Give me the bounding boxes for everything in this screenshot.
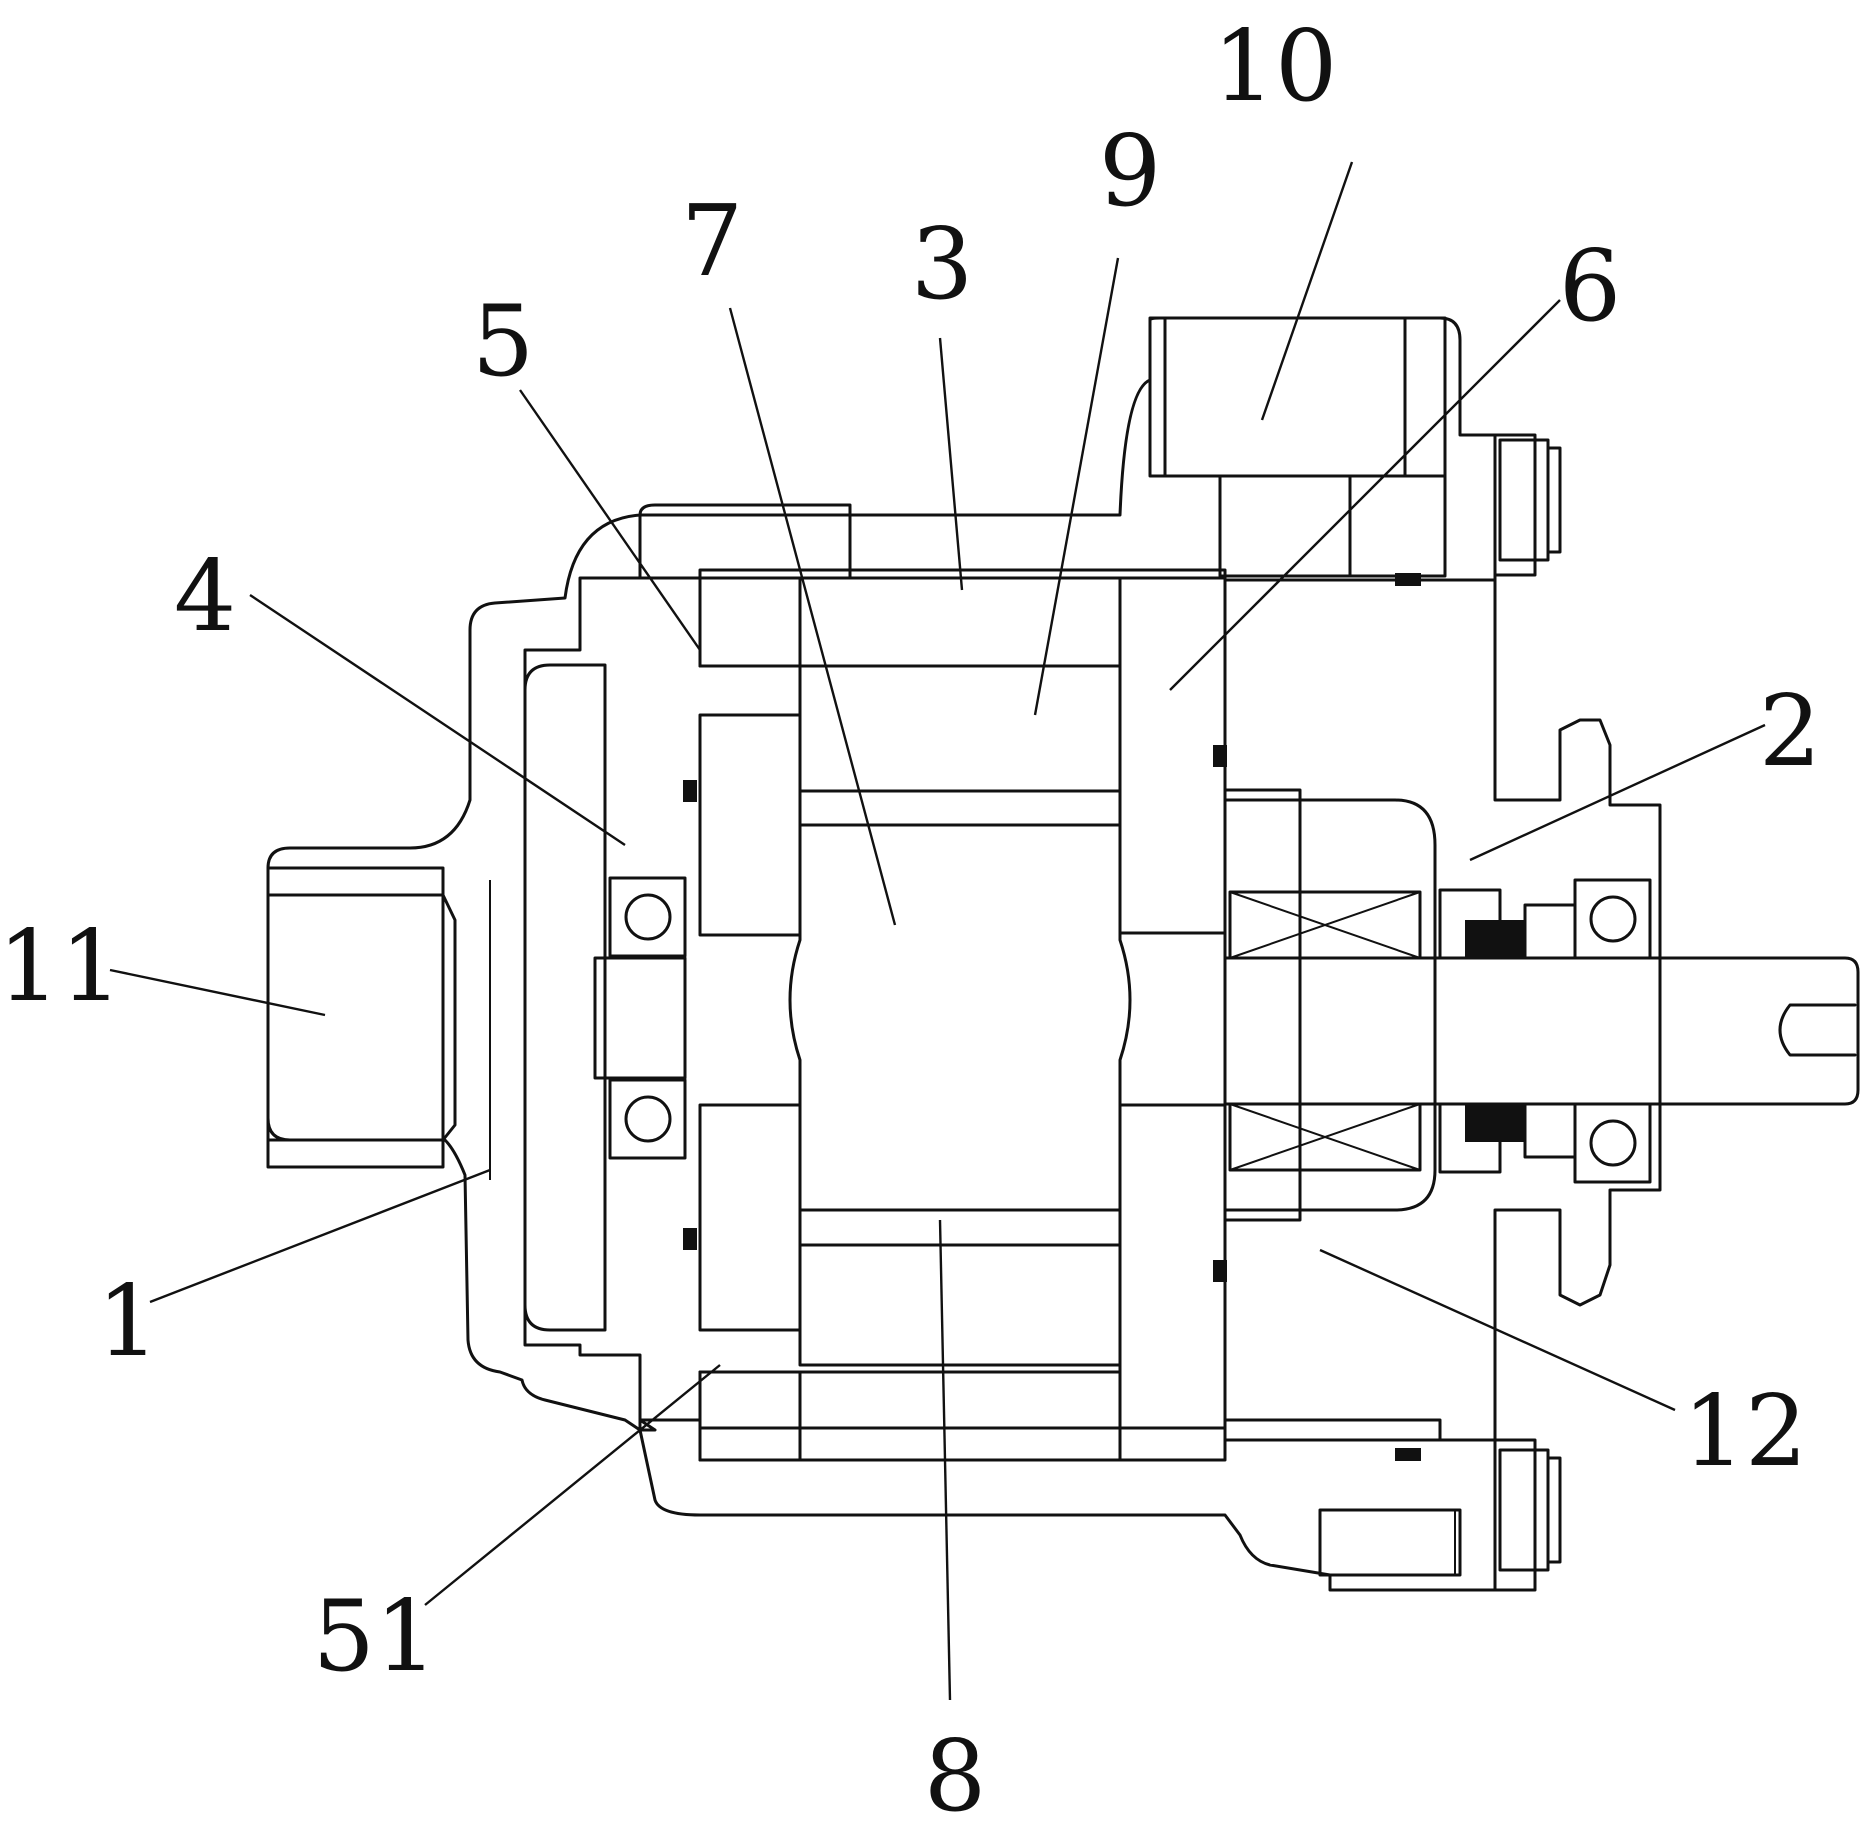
callout-3: 3 [911, 208, 973, 322]
rotor-shaft-body [788, 789, 1132, 1247]
callout-2: 2 [1759, 675, 1821, 789]
callout-1: 1 [97, 1265, 159, 1379]
callout-6: 6 [1559, 230, 1621, 344]
side-plates [698, 576, 1227, 1462]
callout-9: 9 [1099, 115, 1161, 229]
callouts: 10 9 7 3 6 5 4 2 11 1 12 51 8 [0, 10, 1821, 1825]
callout-8: 8 [924, 1720, 986, 1825]
needle-bearings [1228, 890, 1422, 1172]
callout-51: 51 [313, 1580, 438, 1694]
callout-7: 7 [681, 185, 743, 299]
stator-housing [638, 316, 1497, 1592]
callout-4: 4 [174, 540, 236, 654]
callout-12: 12 [1683, 1375, 1808, 1489]
leader-lines [109, 161, 1766, 1701]
callout-11: 11 [0, 910, 122, 1024]
rear-cover [1223, 433, 1662, 1592]
stator-ring [698, 576, 1122, 1462]
front-cover [266, 503, 852, 1432]
o-rings [683, 573, 1421, 1461]
drive-shaft [1223, 956, 1860, 1106]
rotor [798, 664, 1122, 1367]
callout-10: 10 [1213, 10, 1338, 124]
callout-5: 5 [472, 285, 534, 399]
shaft-seals [1438, 888, 1577, 1174]
